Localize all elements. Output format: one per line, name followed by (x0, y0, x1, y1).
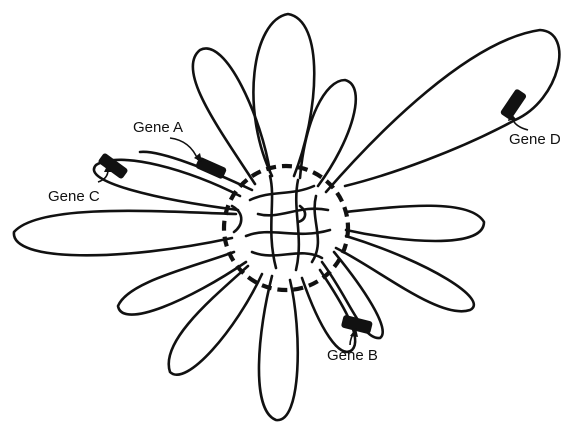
loop-bottom-right-inner (302, 270, 355, 352)
loop-top-right (300, 80, 356, 186)
scaffold-ring (224, 166, 348, 290)
loop-lower-right (336, 236, 474, 311)
loop-top (253, 14, 314, 176)
loop-bottom (259, 276, 298, 420)
gene-a-label: Gene A (133, 119, 183, 136)
scaffold-fibers (232, 176, 330, 270)
loop-gene-d (326, 30, 559, 192)
gene-b-label: Gene B (327, 347, 378, 364)
gene-c-block (97, 152, 128, 179)
gene-d-label: Gene D (509, 131, 561, 148)
gene-c-label: Gene C (48, 188, 100, 205)
loop-right (346, 206, 484, 241)
loop-left (14, 211, 236, 256)
loop-lower-left (118, 252, 246, 315)
chromatin-loops (14, 14, 559, 420)
